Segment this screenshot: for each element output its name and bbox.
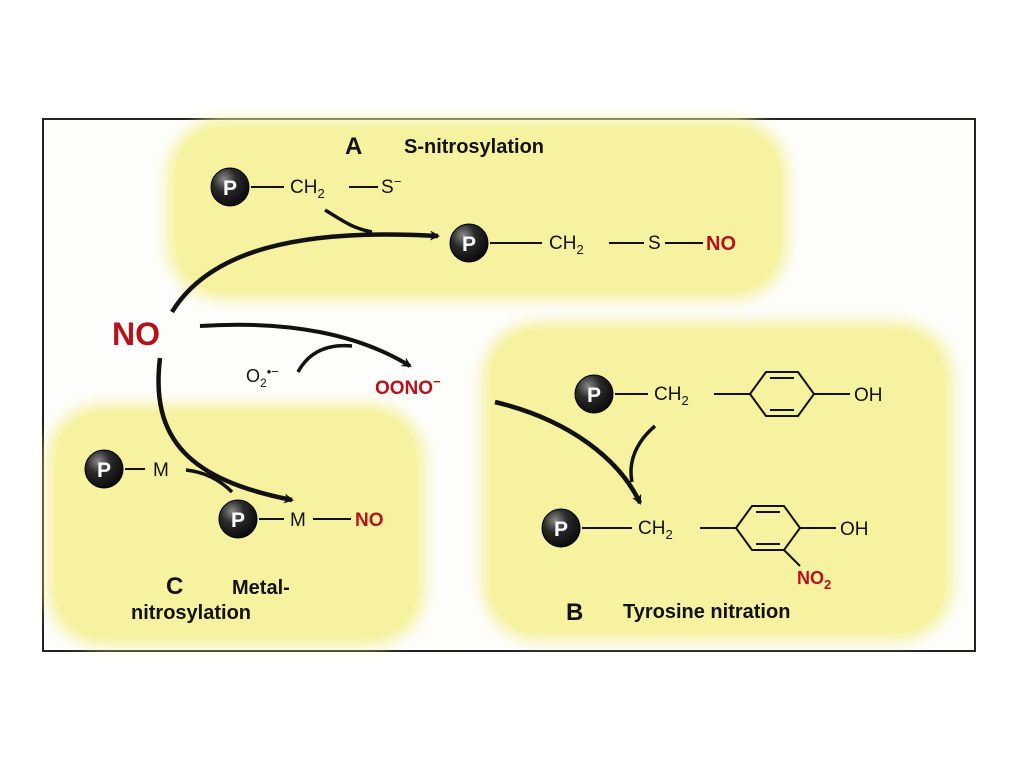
protein-label: P: [587, 384, 601, 407]
panel-a-nitroso: NO: [706, 233, 736, 255]
arrow-thiolate-feed: [324, 208, 373, 234]
protein-ball: P: [218, 499, 258, 539]
superoxide-label: O2•−: [246, 364, 279, 390]
panel-a-title: S-nitrosylation: [404, 136, 544, 158]
arrow-no-to-metal: [156, 357, 294, 504]
peroxynitrite-label: OONO−: [375, 374, 441, 399]
protein-label: P: [231, 509, 245, 532]
panel-b-title: Tyrosine nitration: [623, 601, 790, 623]
panel-a-letter: A: [345, 133, 362, 160]
panel-b-substrate-hydroxyl: OH: [854, 385, 883, 406]
protein-label: P: [462, 233, 476, 256]
arrow-superoxide-feed: [296, 343, 353, 373]
panel-b-background: [490, 330, 945, 633]
nitric-oxide-label: NO: [112, 316, 160, 352]
arrow-no-to-snitrosylation: [170, 230, 440, 314]
protein-label: P: [554, 518, 568, 541]
protein-label: P: [97, 459, 111, 482]
arrow-metal-feed: [185, 468, 234, 494]
panel-c-letter: C: [166, 573, 183, 600]
panel-b-letter: B: [566, 599, 583, 626]
benzene-ring: [734, 505, 802, 551]
benzene-ring: [748, 371, 816, 417]
protein-ball: P: [84, 449, 124, 489]
panel-c-product-metal: M: [290, 510, 306, 531]
panel-a-background: [175, 127, 780, 292]
panel-c-title-line2: nitrosylation: [131, 602, 251, 624]
protein-ball: P: [541, 508, 581, 548]
protein-ball: P: [210, 167, 250, 207]
panel-c-substrate-metal: M: [153, 460, 169, 481]
panel-b-product-ch2: CH2: [638, 518, 673, 542]
panel-b-substrate-ch2: CH2: [654, 384, 689, 408]
panel-c-title-line1: Metal-: [232, 577, 290, 599]
panel-a-sulfur: S: [648, 233, 661, 254]
panel-a-substrate-group: CH2: [290, 177, 325, 201]
arrow-tyrosine-feed: [629, 424, 657, 483]
arrow-peroxynitrite-to-nitration: [494, 399, 643, 505]
protein-label: P: [223, 177, 237, 200]
arrow-no-to-peroxynitrite: [199, 322, 412, 368]
bond: [783, 549, 801, 567]
protein-ball: P: [449, 223, 489, 263]
panel-b-nitro-group: NO2: [797, 568, 831, 592]
panel-b-product-hydroxyl: OH: [840, 519, 869, 540]
panel-a-product-group: CH2: [549, 233, 584, 257]
panel-a-thiolate: S−: [381, 174, 401, 198]
panel-c-nitrosyl: NO: [355, 510, 384, 531]
protein-ball: P: [574, 374, 614, 414]
